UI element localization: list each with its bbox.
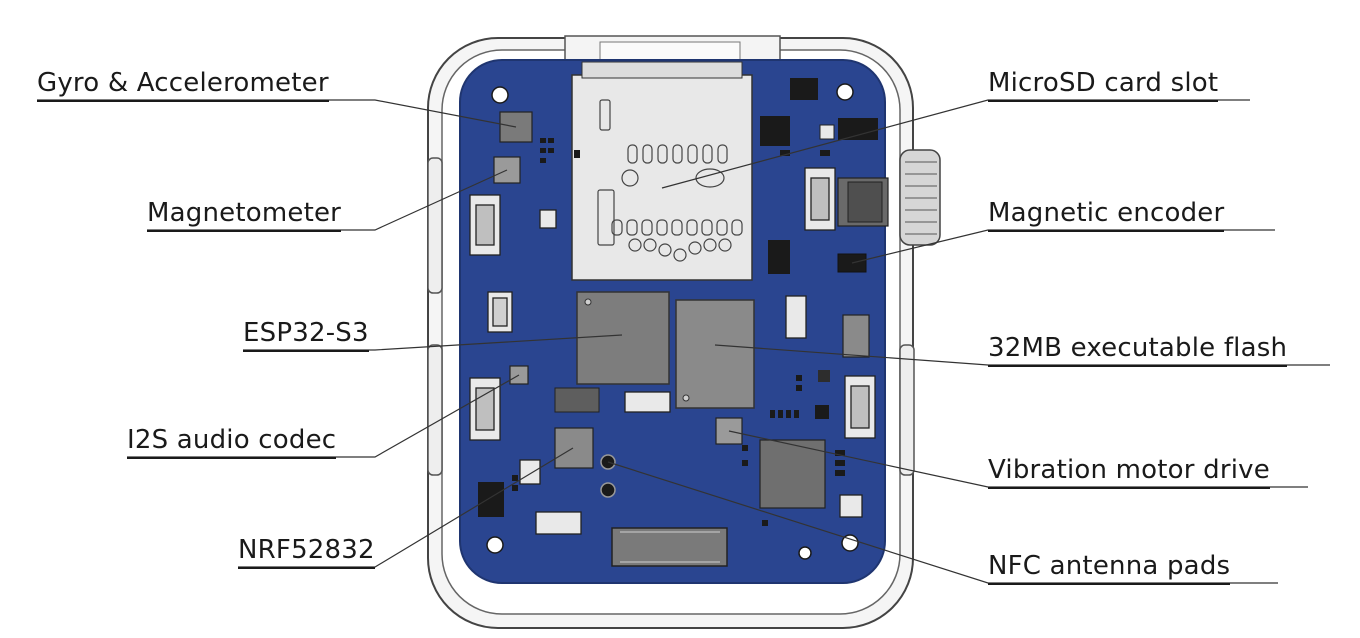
microsd-slot-top [581, 61, 743, 79]
label-magnetometer-text: Magnetometer [147, 198, 342, 228]
smd-components [478, 78, 878, 526]
label-nfc-text: NFC antenna pads [988, 551, 1231, 581]
label-gyro-text: Gyro & Accelerometer [37, 68, 329, 98]
fpc-pins [620, 531, 720, 563]
label-nrf: NRF52832 [238, 535, 375, 569]
gyro-chip [499, 111, 533, 143]
label-flash: 32MB executable flash [988, 333, 1288, 367]
label-encoder: Magnetic encoder [988, 198, 1225, 232]
flash-chip [675, 299, 755, 409]
microsd-slot [571, 74, 753, 281]
label-gyro: Gyro & Accelerometer [37, 68, 329, 102]
label-encoder-text: Magnetic encoder [988, 198, 1225, 228]
connectors [469, 167, 876, 535]
label-esp32-text: ESP32-S3 [243, 318, 369, 348]
side-button-left-top [427, 157, 443, 294]
label-i2s: I2S audio codec [127, 425, 337, 459]
right-side-module [842, 314, 870, 358]
label-microsd-text: MicroSD card slot [988, 68, 1219, 98]
label-i2s-text: I2S audio codec [127, 425, 337, 455]
side-button-right [899, 344, 915, 476]
crown-ridges [905, 161, 937, 235]
label-magnetometer: Magnetometer [147, 198, 342, 232]
label-nrf-text: NRF52832 [238, 535, 375, 565]
microsd-contacts [597, 99, 743, 262]
label-nfc: NFC antenna pads [988, 551, 1231, 585]
nrf-chip [554, 427, 594, 469]
label-microsd: MicroSD card slot [988, 68, 1219, 102]
fpc-connector [611, 527, 728, 567]
label-esp32: ESP32-S3 [243, 318, 369, 352]
lower-right-chip [759, 439, 826, 509]
label-vibration-text: Vibration motor drive [988, 455, 1270, 485]
esp32-chip [576, 291, 670, 385]
inductor [554, 387, 600, 413]
label-flash-text: 32MB executable flash [988, 333, 1288, 363]
label-vibration: Vibration motor drive [988, 455, 1270, 489]
side-button-left-bottom [427, 344, 443, 476]
mounting-holes [486, 83, 859, 560]
